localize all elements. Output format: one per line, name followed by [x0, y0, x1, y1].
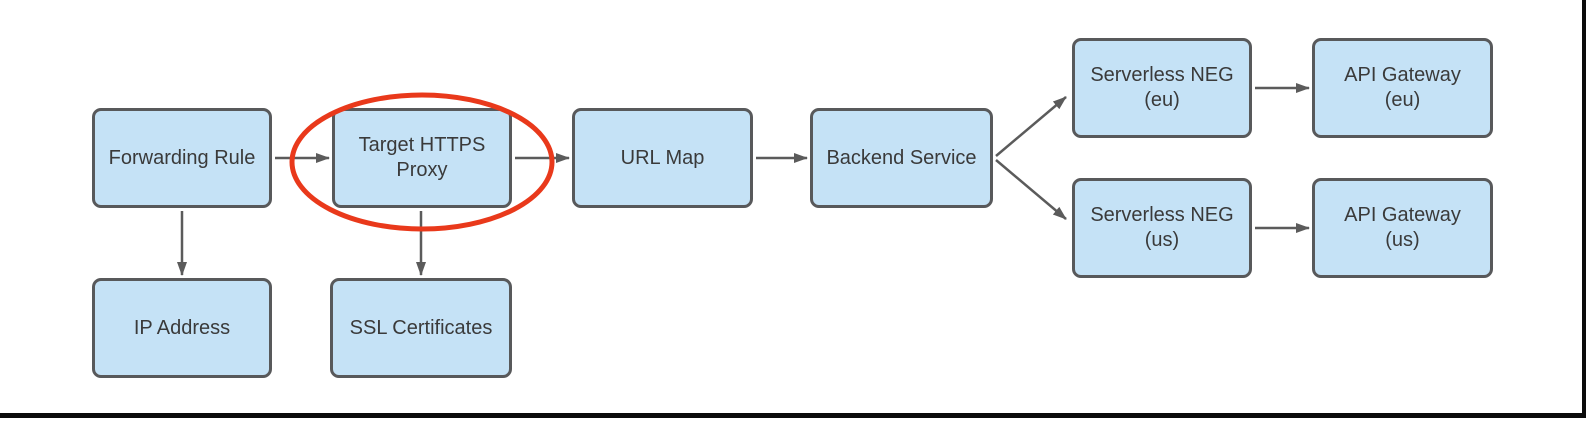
node-serverless-neg-eu: Serverless NEG (eu): [1072, 38, 1252, 138]
node-api-gateway-eu: API Gateway (eu): [1312, 38, 1493, 138]
node-forwarding-rule: Forwarding Rule: [92, 108, 272, 208]
frame-bottom-edge: [0, 413, 1586, 418]
node-api-gateway-us: API Gateway (us): [1312, 178, 1493, 278]
frame-right-edge: [1582, 0, 1586, 418]
node-url-map: URL Map: [572, 108, 753, 208]
node-backend-service: Backend Service: [810, 108, 993, 208]
node-ssl-certificates: SSL Certificates: [330, 278, 512, 378]
arrow-backend-service-to-serverless-neg-us: [995, 159, 1067, 220]
node-serverless-neg-us: Serverless NEG (us): [1072, 178, 1252, 278]
node-ip-address: IP Address: [92, 278, 272, 378]
arrow-backend-service-to-serverless-neg-eu: [995, 96, 1067, 157]
node-target-https-proxy: Target HTTPS Proxy: [332, 108, 512, 208]
